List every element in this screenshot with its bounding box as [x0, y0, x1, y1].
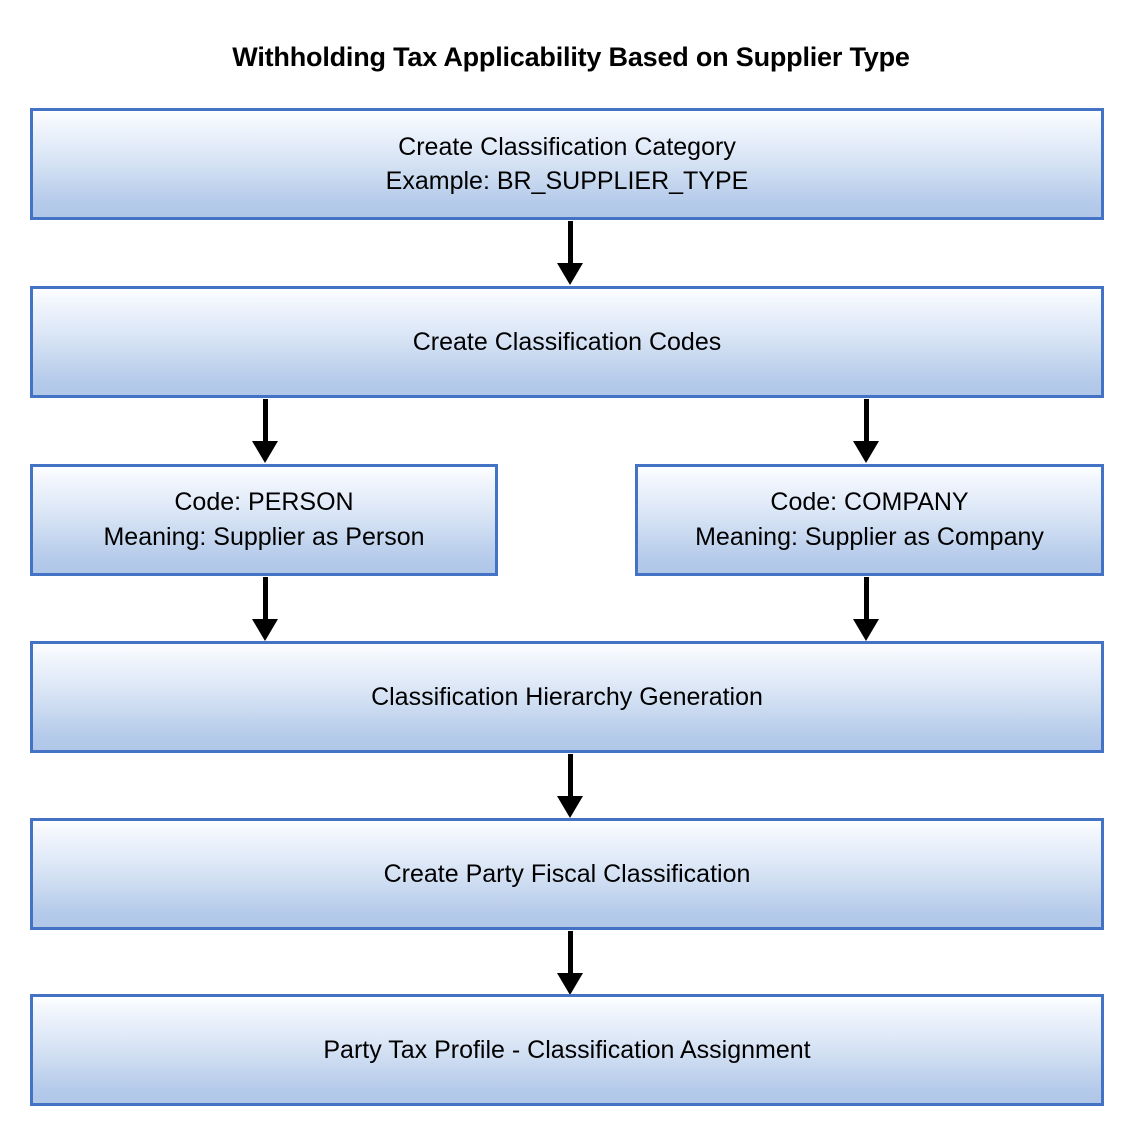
node-create-party-fiscal-classification[interactable]: Create Party Fiscal Classification: [30, 818, 1104, 930]
node-code-company-label: Code: COMPANY Meaning: Supplier as Compa…: [695, 487, 1044, 552]
arrow-fiscal-classification-to-party-tax-profile: [557, 931, 583, 995]
node-classification-codes-label: Create Classification Codes: [412, 327, 722, 356]
node-party-tax-profile-classification-assignment-label: Party Tax Profile - Classification Assig…: [323, 1035, 811, 1064]
node-classification-category[interactable]: Create Classification Category Example: …: [30, 108, 1104, 220]
node-classification-codes[interactable]: Create Classification Codes: [30, 286, 1104, 398]
node-create-party-fiscal-classification-label: Create Party Fiscal Classification: [383, 859, 751, 888]
arrow-codes-to-company: [853, 399, 879, 463]
node-party-tax-profile-classification-assignment[interactable]: Party Tax Profile - Classification Assig…: [30, 994, 1104, 1106]
page-title: Withholding Tax Applicability Based on S…: [232, 42, 910, 72]
node-code-person[interactable]: Code: PERSON Meaning: Supplier as Person: [30, 464, 498, 576]
node-code-person-label: Code: PERSON Meaning: Supplier as Person: [103, 487, 425, 552]
arrow-hierarchy-to-fiscal-classification: [557, 754, 583, 818]
node-code-company[interactable]: Code: COMPANY Meaning: Supplier as Compa…: [635, 464, 1104, 576]
arrow-codes-to-person: [252, 399, 278, 463]
node-classification-hierarchy-generation[interactable]: Classification Hierarchy Generation: [30, 641, 1104, 753]
node-classification-hierarchy-generation-label: Classification Hierarchy Generation: [371, 682, 763, 711]
arrow-person-to-hierarchy: [252, 577, 278, 641]
node-classification-category-label: Create Classification Category Example: …: [385, 132, 749, 196]
arrow-company-to-hierarchy: [853, 577, 879, 641]
arrow-category-to-codes: [557, 221, 583, 285]
